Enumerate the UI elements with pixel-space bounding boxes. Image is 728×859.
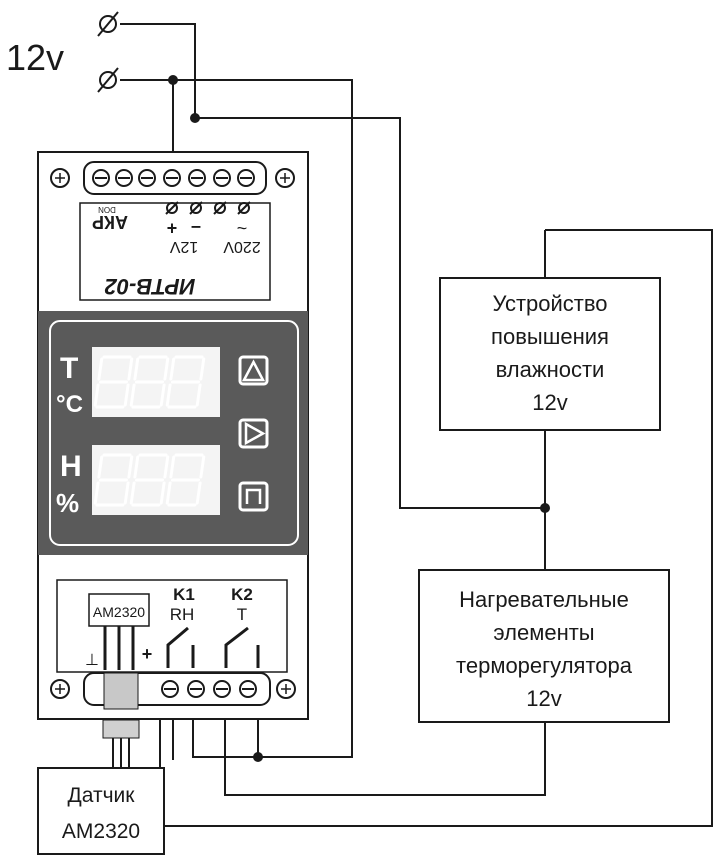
sensor-device: Датчик AM2320 [37, 767, 165, 855]
temperature-unit: °C [56, 391, 83, 418]
up-button[interactable] [238, 355, 269, 386]
humidifier-line-2: повышения [491, 324, 609, 349]
junction-dot [190, 113, 200, 123]
sensor-line-1: Датчик [68, 784, 136, 807]
wires [120, 23, 713, 827]
relay-k2-contact-icon [224, 626, 260, 668]
relay-k1-label: K1 [173, 585, 195, 604]
terminal-220v-label: 220V [223, 238, 261, 255]
humidifier-device: Устройство повышения влажности 12v [439, 277, 661, 431]
heater-line-1: Нагревательные [459, 587, 629, 612]
triangle-right-icon [244, 421, 266, 446]
junction-dot [540, 503, 550, 513]
temperature-letter: T [60, 352, 78, 385]
relay-k2-label: K2 [231, 585, 253, 604]
supply-terminals [97, 11, 119, 93]
sensor-ground-label: ⊥ [85, 652, 99, 669]
humidity-unit: % [56, 488, 79, 518]
temperature-display [92, 347, 220, 417]
controller-unit: ИРТВ-02 АКР DON + – 12V ~ 220V T [37, 151, 309, 720]
sensor-line-2: AM2320 [62, 820, 140, 843]
terminal-12v-label: 12V [169, 238, 198, 255]
relay-k1-contact-icon [166, 626, 195, 668]
sensor-connector [102, 719, 140, 768]
menu-p-icon [245, 488, 262, 504]
humidifier-line-3: влажности [496, 357, 605, 382]
brand-label: АКР [92, 212, 128, 232]
humidity-letter: H [60, 450, 82, 483]
wire-junctions [168, 75, 550, 762]
heater-line-2: элементы [493, 620, 594, 645]
terminal-ac-label: ~ [237, 218, 248, 238]
terminal-minus-label: – [191, 218, 201, 238]
model-label: ИРТВ-02 [104, 274, 196, 299]
relay-k2-sub-label: T [237, 605, 247, 624]
display-panel: T °C H % [38, 311, 308, 555]
label-plate: ИРТВ-02 АКР DON + – 12V ~ 220V [79, 201, 271, 301]
humidity-display [92, 445, 220, 515]
relay-plate: AM2320 ⊥ + K1 RH K2 T [56, 579, 288, 673]
junction-dot [168, 75, 178, 85]
humidifier-line-1: Устройство [492, 291, 607, 316]
right-button[interactable] [238, 418, 269, 449]
supply-voltage-label: 12v [6, 37, 64, 78]
menu-button[interactable] [238, 481, 269, 512]
heater-line-3: терморегулятора [456, 653, 633, 678]
terminal-plus-label: + [167, 218, 178, 238]
junction-dot [253, 752, 263, 762]
top-terminal-block [50, 161, 295, 195]
bottom-terminal-block [50, 672, 296, 710]
brand-sub-label: DON [98, 205, 116, 214]
heater-device: Нагревательные элементы терморегулятора … [418, 569, 670, 723]
triangle-up-icon [241, 359, 266, 382]
heater-line-4: 12v [526, 686, 561, 711]
humidifier-line-4: 12v [532, 390, 567, 415]
relay-k1-sub-label: RH [170, 605, 195, 624]
sensor-plus-label: + [142, 644, 153, 664]
sensor-chip-label: AM2320 [93, 604, 145, 620]
